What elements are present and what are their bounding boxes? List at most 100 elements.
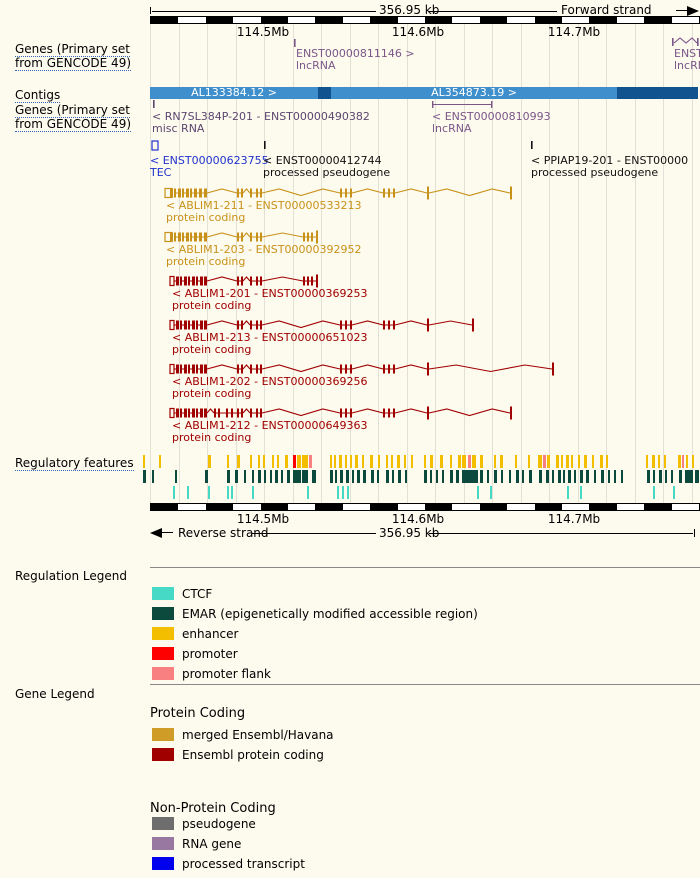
transcript-exon-ABLIM1-202[interactable]	[169, 363, 175, 375]
regulatory-feature-emar[interactable]	[312, 470, 316, 483]
regulatory-feature-enhancer[interactable]	[258, 455, 260, 468]
transcript-exon-ABLIM1-203[interactable]	[182, 232, 184, 242]
track-label-genes-bottom[interactable]: Genes (Primary set from GENCODE 49)	[15, 103, 132, 132]
transcript-exon-ABLIM1-213[interactable]	[383, 320, 385, 330]
regulatory-feature-ctcf[interactable]	[567, 486, 569, 499]
transcript-exon-ABLIM1-201[interactable]	[188, 276, 190, 286]
transcript-exon-ABLIM1-213[interactable]	[250, 320, 252, 330]
contig-segment[interactable]	[318, 87, 331, 99]
regulatory-feature-enhancer[interactable]	[606, 455, 608, 468]
regulatory-feature-ctcf[interactable]	[342, 486, 344, 499]
regulatory-feature-emar[interactable]	[653, 470, 655, 483]
transcript-exon-ABLIM1-202[interactable]	[260, 364, 262, 374]
transcript-exon-ABLIM1-211[interactable]	[194, 188, 197, 198]
regulatory-feature-enhancer[interactable]	[378, 455, 380, 468]
transcript-exon-ABLIM1-213[interactable]	[256, 320, 258, 330]
regulatory-feature-emar[interactable]	[398, 470, 401, 483]
transcript-exon-ABLIM1-212[interactable]	[260, 408, 262, 418]
transcript-exon-ABLIM1-213[interactable]	[196, 320, 198, 330]
transcript-exon-ABLIM1-211[interactable]	[393, 188, 395, 198]
transcript-exon-ABLIM1-203[interactable]	[170, 232, 173, 242]
regulatory-feature-emar[interactable]	[270, 470, 272, 483]
transcript-exon-ABLIM1-201[interactable]	[184, 276, 187, 286]
transcript-exon-ABLIM1-213[interactable]	[260, 320, 262, 330]
regulatory-feature-emar[interactable]	[302, 470, 308, 483]
regulatory-feature-emar[interactable]	[529, 470, 532, 483]
regulatory-feature-ctcf[interactable]	[252, 486, 254, 499]
transcript-exon-ABLIM1-202[interactable]	[256, 364, 258, 374]
regulatory-feature-emar[interactable]	[371, 470, 374, 483]
regulatory-feature-emar[interactable]	[563, 470, 565, 483]
regulatory-feature-enhancer[interactable]	[143, 455, 145, 468]
regulatory-feature-enhancer[interactable]	[227, 455, 229, 468]
regulatory-feature-emar[interactable]	[143, 470, 146, 483]
gene-glyph-RN7SL384P-201[interactable]	[153, 100, 155, 108]
transcript-exon-ABLIM1-203[interactable]	[174, 232, 176, 242]
transcript-exon-ABLIM1-211[interactable]	[170, 188, 173, 198]
transcript-exon-ABLIM1-211[interactable]	[182, 188, 184, 198]
regulatory-feature-enhancer[interactable]	[277, 455, 279, 468]
regulatory-feature-enhancer[interactable]	[646, 455, 648, 468]
transcript-exon-ABLIM1-211[interactable]	[190, 188, 192, 198]
regulatory-feature-enhancer[interactable]	[297, 455, 301, 468]
transcript-exon-ABLIM1-202[interactable]	[200, 364, 203, 374]
regulatory-feature-enhancer[interactable]	[561, 455, 563, 468]
regulatory-feature-emar[interactable]	[258, 470, 261, 483]
regulatory-feature-enhancer[interactable]	[658, 455, 660, 468]
regulatory-feature-emar[interactable]	[456, 470, 459, 483]
regulatory-feature-emar[interactable]	[386, 470, 389, 483]
transcript-exon-ABLIM1-212[interactable]	[510, 406, 512, 420]
regulatory-feature-emar[interactable]	[244, 470, 246, 483]
regulatory-feature-enhancer[interactable]	[538, 455, 542, 468]
transcript-exon-ABLIM1-212[interactable]	[250, 408, 252, 418]
regulatory-feature-enhancer[interactable]	[547, 455, 550, 468]
transcript-exon-ABLIM1-202[interactable]	[345, 364, 347, 374]
regulatory-feature-emar[interactable]	[227, 470, 230, 483]
transcript-exon-ABLIM1-213[interactable]	[184, 320, 187, 330]
transcript-exon-ABLIM1-212[interactable]	[184, 408, 187, 418]
transcript-exon-ABLIM1-202[interactable]	[180, 364, 182, 374]
transcript-exon-ABLIM1-202[interactable]	[196, 364, 198, 374]
transcript-exon-ABLIM1-202[interactable]	[427, 362, 429, 376]
transcript-exon-ABLIM1-201[interactable]	[250, 276, 252, 286]
transcript-exon-ABLIM1-211[interactable]	[256, 188, 258, 198]
regulatory-feature-enhancer[interactable]	[272, 455, 274, 468]
regulatory-feature-emar[interactable]	[539, 470, 542, 483]
regulatory-feature-enhancer[interactable]	[370, 455, 373, 468]
regulatory-feature-emar[interactable]	[430, 470, 432, 483]
regulatory-feature-enhancer[interactable]	[250, 455, 252, 468]
regulatory-feature-emar[interactable]	[436, 470, 438, 483]
transcript-exon-ABLIM1-202[interactable]	[552, 362, 554, 376]
transcript-exon-ABLIM1-202[interactable]	[237, 364, 239, 374]
regulatory-feature-enhancer[interactable]	[566, 455, 569, 468]
regulatory-feature-enhancer[interactable]	[500, 455, 503, 468]
regulatory-feature-emar[interactable]	[205, 470, 208, 483]
regulatory-feature-ctcf[interactable]	[231, 486, 233, 499]
regulatory-feature-ctcf[interactable]	[227, 486, 229, 499]
regulatory-feature-enhancer[interactable]	[664, 455, 666, 468]
regulatory-feature-emar[interactable]	[501, 470, 503, 483]
regulatory-feature-enhancer[interactable]	[584, 455, 587, 468]
regulatory-feature-emar[interactable]	[552, 470, 554, 483]
regulatory-feature-emar[interactable]	[546, 470, 549, 483]
transcript-exon-ABLIM1-203[interactable]	[186, 232, 189, 242]
regulatory-feature-ctcf[interactable]	[337, 486, 339, 499]
regulatory-feature-emar[interactable]	[281, 470, 283, 483]
regulatory-feature-ctcf[interactable]	[673, 486, 675, 499]
transcript-exon-ABLIM1-202[interactable]	[388, 364, 390, 374]
transcript-exon-ABLIM1-211[interactable]	[237, 188, 239, 198]
gene-glyph-ENST00000811146[interactable]	[294, 39, 296, 47]
regulatory-feature-emar[interactable]	[392, 470, 394, 483]
transcript-exon-ABLIM1-212[interactable]	[218, 408, 220, 418]
regulatory-feature-emar[interactable]	[594, 470, 596, 483]
regulatory-feature-emar[interactable]	[647, 470, 650, 483]
regulatory-feature-promoter-flank[interactable]	[682, 455, 684, 468]
regulatory-feature-emar[interactable]	[363, 470, 366, 483]
transcript-exon-ABLIM1-212[interactable]	[196, 408, 198, 418]
